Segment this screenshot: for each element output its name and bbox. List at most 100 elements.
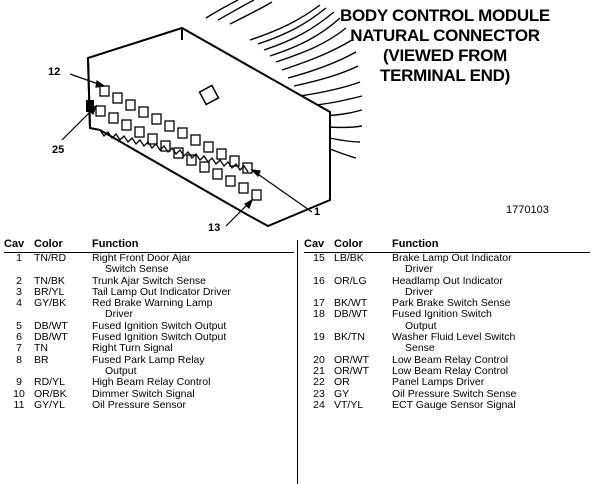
header-color: Color [334,237,392,253]
table-row: 24 VT/YL ECT Gauge Sensor Signal [304,398,590,411]
cell-cav: 21 [313,364,325,377]
function-text: Red Brake Warning Lamp [92,297,213,310]
cell-cav: 8 [16,353,22,366]
cell-function: ECT Gauge Sensor Signal [392,398,590,411]
title-line-2: NATURAL CONNECTOR [350,26,540,45]
locking-teeth [99,129,249,173]
cell-color: OR/LG [334,274,367,287]
cell-color: DB/WT [334,308,368,321]
function-text-continued: Driver [105,308,133,321]
connector-housing [86,26,331,228]
key-slot [198,84,220,106]
function-text: Brake Lamp Out Indicator [392,252,512,264]
cell-function: Panel Lamps Driver [392,377,590,388]
cell-cav: 19 [313,331,325,344]
function-text-continued: Sense [405,342,435,355]
cell-cav: 4 [16,297,22,310]
header-function: Function [92,237,294,253]
cell-color: OR [334,376,350,389]
function-text: High Beam Relay Control [92,376,211,389]
function-text: Fused Park Lamp Relay [92,353,205,366]
table-row: 22 OR Panel Lamps Driver [304,376,590,389]
cell-function: Fused Ignition Switch Output [92,319,294,332]
cell-color: VT/YL [334,398,364,411]
function-text: Trunk Ajar Switch Sense [92,274,206,287]
pin-label-1: 1 [314,206,321,218]
cell-color: GY/BK [34,297,67,310]
function-text: Tail Lamp Out Indicator Driver [92,285,231,298]
cell-color: OR/WT [334,364,369,377]
table-row: 21 OR/WT Low Beam Relay Control [304,364,590,377]
function-text: Headlamp Out Indicator [392,274,503,287]
cell-cav: 16 [313,274,325,287]
cell-cav: 22 [313,376,325,389]
function-text: ECT Gauge Sensor Signal [392,398,516,411]
function-text: Fused Ignition Switch [392,308,492,321]
function-text-continued: Driver [405,263,433,276]
cell-color: GY [334,387,350,400]
cell-color: BR/YL [34,285,65,298]
header-cav: Cav [4,237,34,253]
table-row: 3 BR/YL Tail Lamp Out Indicator Driver [4,285,294,298]
function-text-continued: Output [105,364,137,377]
function-text: Low Beam Relay Control [392,353,509,366]
diagram-title: BODY CONTROL MODULE NATURAL CONNECTOR (V… [300,6,590,86]
cell-color: TN [34,342,48,355]
cell-cav: 3 [16,285,22,298]
cell-function: Low Beam Relay Control [392,353,590,366]
function-text-continued: Switch Sense [105,263,169,276]
function-text: Low Beam Relay Control [392,364,509,377]
cell-function: Trunk Ajar Switch Sense [92,274,294,287]
function-text: Oil Pressure Switch Sense [392,387,517,400]
cell-cav: 2 [16,274,22,287]
cell-function: Tail Lamp Out Indicator Driver [92,285,294,298]
cell-cav: 10 [13,387,25,400]
cell-color: DB/WT [34,331,68,344]
table-header-row: Cav Color Function [4,237,294,253]
cell-cav: 9 [16,376,22,389]
table-row: 6 DB/WT Fused Ignition Switch Output [4,331,294,344]
cavity-row-lower [95,105,262,201]
title-line-4: TERMINAL END) [380,66,510,85]
function-text-continued: Driver [405,285,433,298]
cell-color: BK/WT [334,297,368,310]
latch [86,100,94,112]
cell-color: LB/BK [334,252,364,264]
function-text: Park Brake Switch Sense [392,297,511,310]
cell-cav: 6 [16,331,22,344]
function-text: Fused Ignition Switch Output [92,319,227,332]
cell-function: Dimmer Switch Signal [92,388,294,400]
table-row: 2 TN/BK Trunk Ajar Switch Sense [4,274,294,287]
function-text-continued: Output [405,319,437,332]
cell-cav: 18 [313,308,325,321]
cell-function: Oil Pressure Sensor [92,398,294,411]
table-header-row: Cav Color Function [304,237,590,253]
function-text: Oil Pressure Sensor [92,398,186,411]
cell-function: Low Beam Relay Control [392,364,590,377]
cell-cav: 24 [313,398,325,411]
cell-color: TN/BK [34,274,65,287]
cell-function: Fused Ignition Switch Output [92,331,294,343]
